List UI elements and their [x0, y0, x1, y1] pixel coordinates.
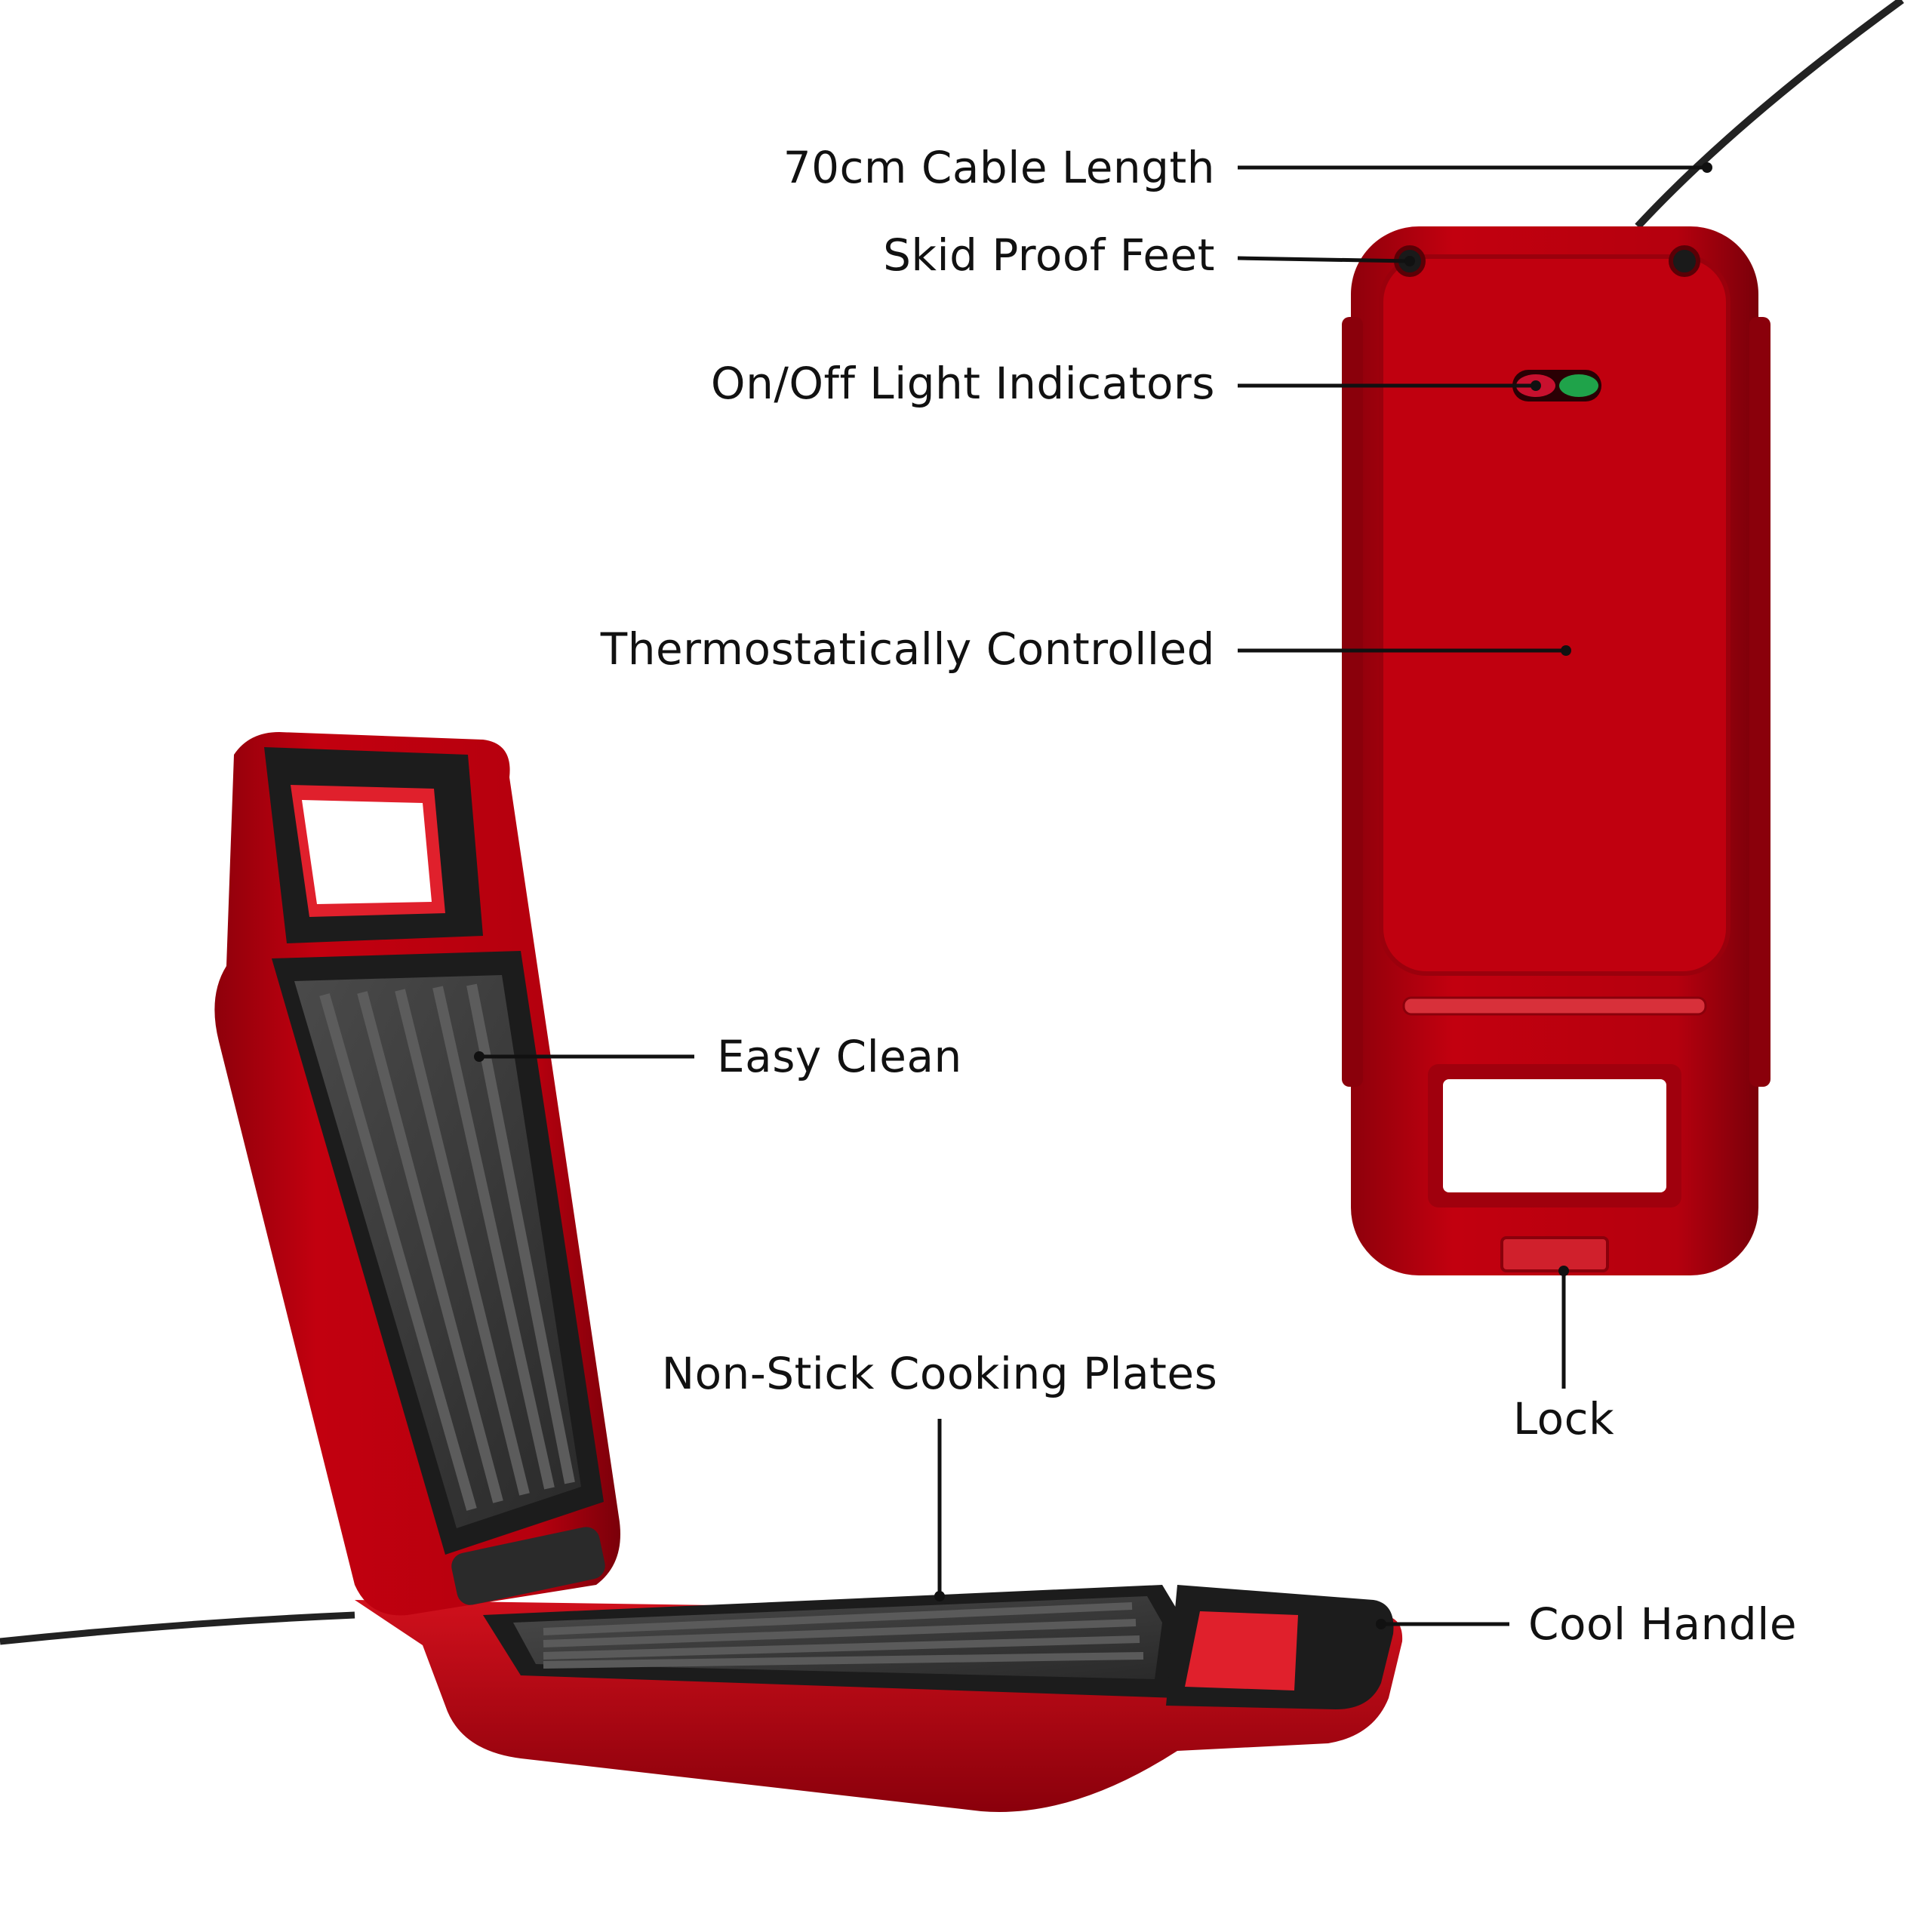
label-thermostat: Thermostatically Controlled	[600, 623, 1215, 675]
closed-unit-lock	[1500, 1236, 1609, 1272]
leader-dot-skid-feet	[1404, 256, 1415, 266]
open-unit-hinge	[451, 1527, 605, 1605]
open-unit-lid-plate	[294, 975, 581, 1528]
label-lock: Lock	[1513, 1393, 1614, 1444]
label-skid-proof-feet: Skid Proof Feet	[883, 229, 1215, 281]
open-unit-base-handle-hole	[1185, 1611, 1298, 1690]
closed-unit-strip	[1402, 996, 1707, 1016]
callout-labels: 70cm Cable Length Skid Proof Feet On/Off…	[600, 142, 1797, 1650]
leader-dot-thermostat	[1561, 645, 1571, 656]
power-cable-icon	[1635, 0, 1904, 229]
closed-unit-side-lip-right	[1749, 317, 1770, 1087]
leader-skid-feet	[1237, 256, 1411, 263]
closed-unit-side-lip-left	[1342, 317, 1363, 1087]
closed-unit-handle-hole	[1443, 1079, 1666, 1192]
leader-dot-non-stick-plates	[934, 1591, 945, 1601]
open-appliance-illustration	[0, 732, 1403, 1812]
label-cable-length: 70cm Cable Length	[783, 142, 1215, 193]
leader-dot-lock	[1558, 1266, 1569, 1276]
indicator-green-light	[1559, 374, 1598, 397]
closed-appliance-illustration	[1342, 0, 1904, 1275]
label-light-indicators: On/Off Light Indicators	[711, 358, 1215, 409]
open-unit-lid-handle-inner	[302, 800, 432, 904]
callout-leaders	[474, 162, 1712, 1629]
leader-dot-cable-length	[1702, 162, 1712, 173]
lid-plate-ridges	[319, 983, 575, 1511]
power-cable-icon	[0, 1611, 355, 1645]
leader-dot-cool-handle	[1376, 1619, 1386, 1629]
leader-dot-easy-clean	[474, 1051, 485, 1062]
base-plate-ridges	[543, 1602, 1144, 1669]
label-non-stick-plates: Non-Stick Cooking Plates	[662, 1348, 1218, 1399]
label-cool-handle: Cool Handle	[1528, 1598, 1797, 1650]
closed-unit-top-panel	[1379, 254, 1730, 976]
skid-foot-right	[1669, 245, 1700, 277]
leader-dot-light-indicators	[1531, 380, 1541, 391]
label-easy-clean: Easy Clean	[717, 1031, 962, 1082]
